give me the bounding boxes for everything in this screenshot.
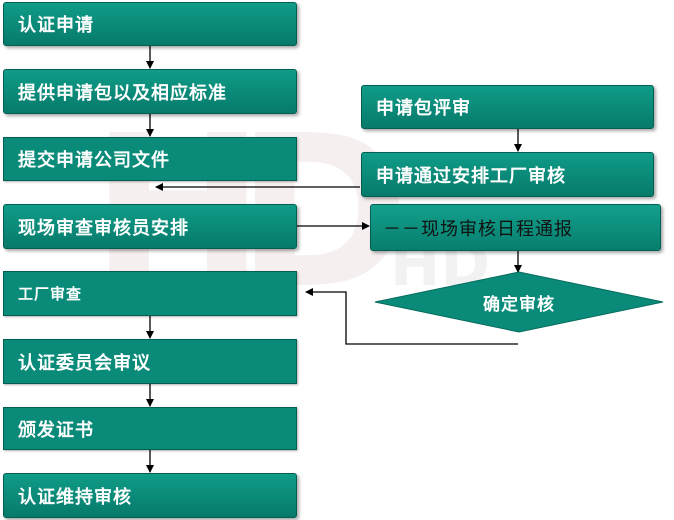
step-factory-audit: 工厂审查	[3, 271, 297, 316]
step-package-review: 申请包评审	[361, 85, 654, 129]
step-maintenance-audit: 认证维持审核	[3, 473, 297, 518]
step-onsite-auditor-arrangement: 现场审查审核员安排	[3, 204, 297, 249]
step-issue-certificate: 颁发证书	[3, 407, 297, 450]
step-approved-arrange-audit: 申请通过安排工厂审核	[361, 152, 654, 197]
step-certification-application: 认证申请	[3, 2, 297, 46]
confirm-audit-diamond	[374, 271, 664, 333]
step-provide-package: 提供申请包以及相应标准	[3, 69, 297, 114]
arrow-confirm-to-factory	[305, 288, 518, 345]
step-committee-review: 认证委员会审议	[3, 339, 297, 384]
step-submit-documents: 提交申请公司文件	[3, 137, 297, 181]
confirm-audit-label: 确定审核	[483, 294, 555, 315]
step-onsite-schedule-notice: －－现场审核日程通报	[370, 204, 661, 251]
